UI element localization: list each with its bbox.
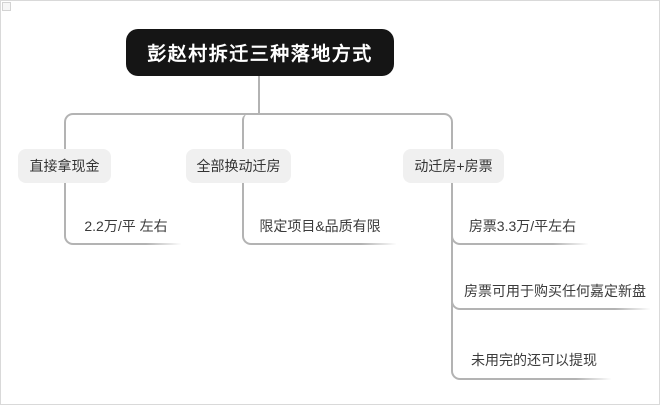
line-fade: [576, 376, 612, 380]
leaf-topic-ticket-price[interactable]: 房票3.3万/平左右: [468, 218, 577, 234]
branch-topic-housing-plus-ticket[interactable]: 动迁房+房票: [403, 149, 504, 183]
connector-branch-rail: [64, 113, 453, 150]
line-fade: [361, 241, 397, 245]
leaf-topic-cash-price[interactable]: 2.2万/平 左右: [84, 218, 168, 234]
line-fade: [553, 241, 589, 245]
connector-root-drop: [258, 76, 260, 114]
connector-branch2-drop: [242, 114, 250, 150]
connector-branch1-leaf: [64, 183, 181, 245]
branch-topic-cash[interactable]: 直接拿现金: [18, 149, 111, 183]
line-fade: [615, 306, 651, 310]
connector-branch3-leaf1: [451, 213, 588, 245]
line-fade: [146, 241, 182, 245]
connector-branch3-leaf2: [451, 278, 650, 310]
root-topic[interactable]: 彭赵村拆迁三种落地方式: [126, 29, 394, 76]
connector-branch2-leaf: [242, 183, 396, 245]
leaf-topic-ticket-cashout[interactable]: 未用完的还可以提现: [471, 352, 597, 368]
leaf-topic-limited-projects[interactable]: 限定项目&品质有限: [259, 218, 381, 234]
leaf-topic-ticket-usage[interactable]: 房票可用于购买任何嘉定新盘: [464, 283, 646, 299]
corner-artifact: [2, 2, 11, 11]
branch-topic-relocation-housing[interactable]: 全部换动迁房: [186, 149, 291, 183]
